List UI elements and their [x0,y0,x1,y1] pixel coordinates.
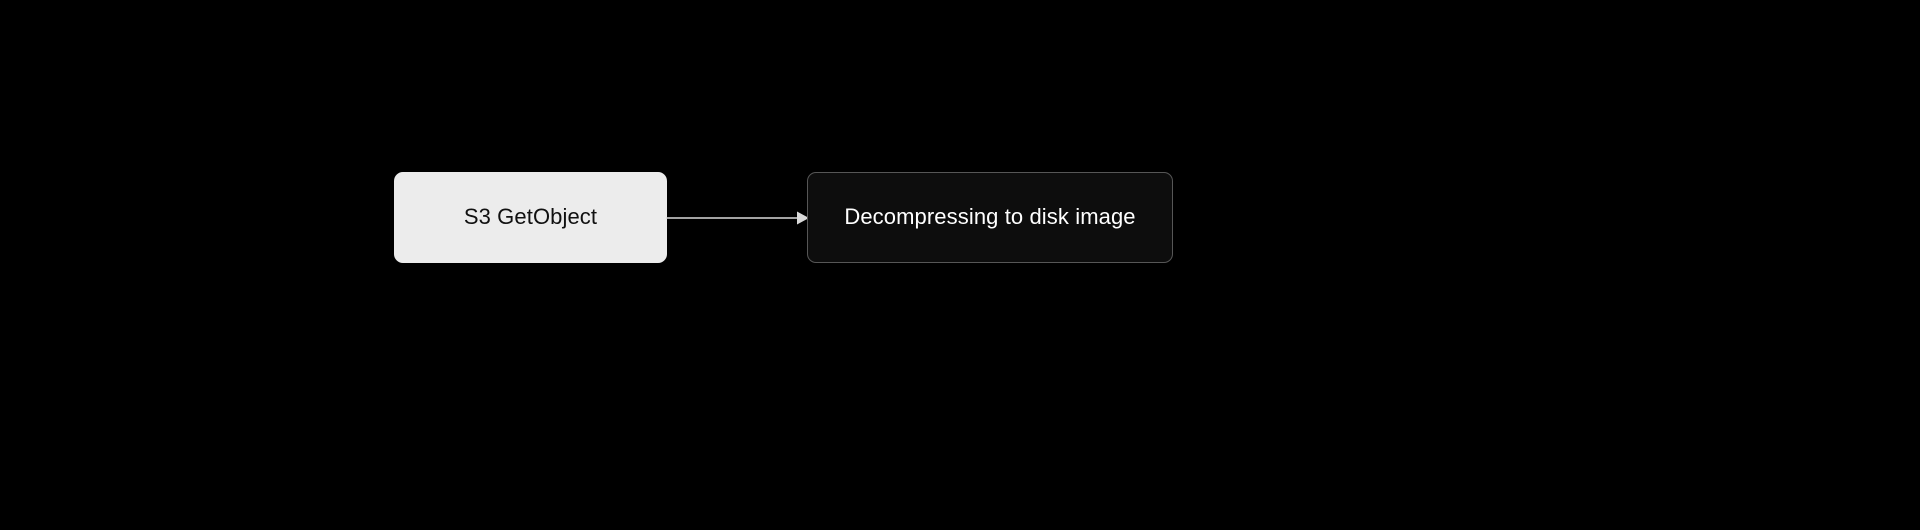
flow-edge-n1-to-n2 [666,198,809,238]
flow-node-s3-getobject[interactable]: S3 GetObject [394,172,667,263]
flow-node-decompressing-to-disk-image[interactable]: Decompressing to disk image [807,172,1173,263]
flow-node-label: Decompressing to disk image [844,204,1136,230]
arrow-icon [666,211,809,225]
flow-node-label: S3 GetObject [463,204,598,230]
arrow-head [797,211,809,225]
